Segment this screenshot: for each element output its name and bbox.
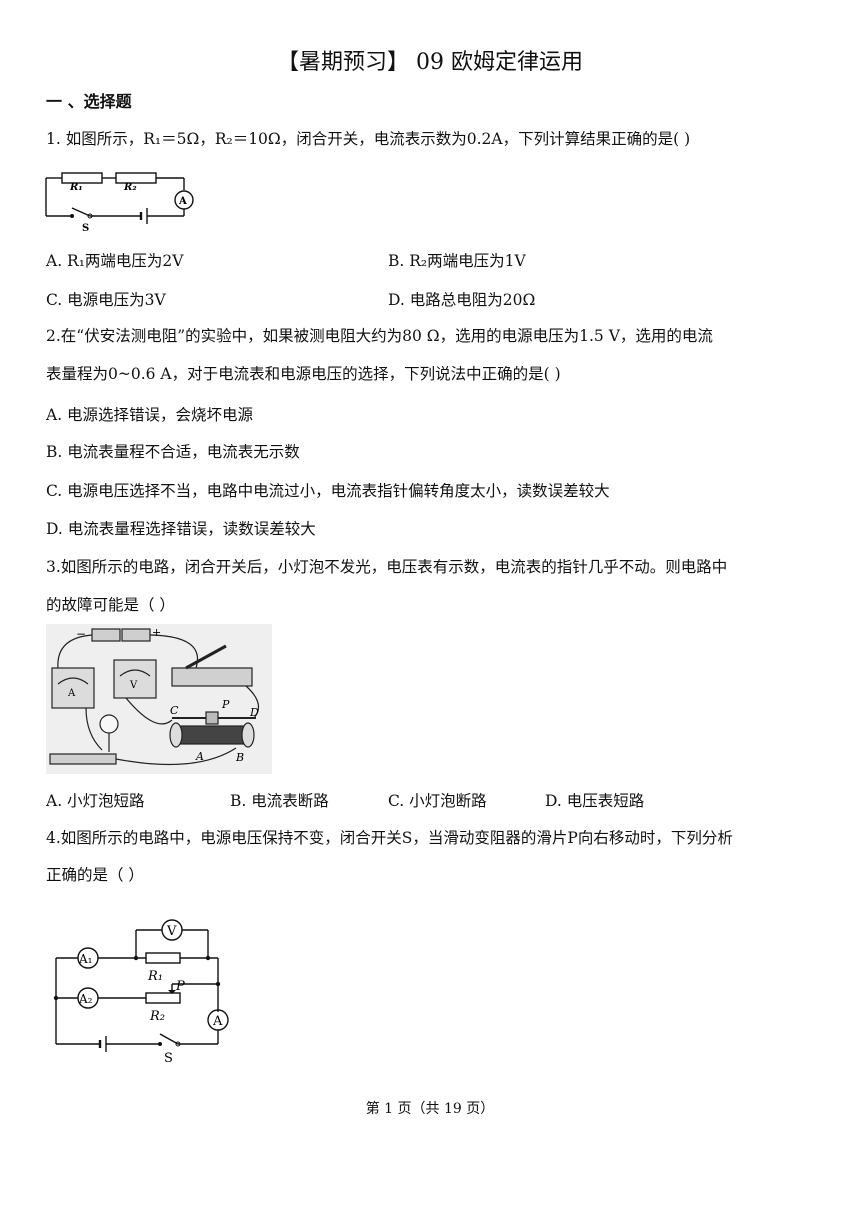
question-4-stem-line-2: 正确的是（ ） [46,866,144,884]
question-3-stem-line-1: 3.如图所示的电路，闭合开关后，小灯泡不发光，电压表有示数，电流表的指针几乎不动… [46,558,728,576]
terminal-c-label: C [170,704,179,717]
slider-p-label: P [221,698,230,711]
q3-option-a: A. 小灯泡短路 [46,792,145,810]
switch-symbol [159,1033,179,1045]
q2-option-c: C. 电源电压选择不当，电路中电流过小，电流表指针偏转角度太小，读数误差较大 [46,482,610,500]
switch-symbol [71,207,91,217]
rheostat-r2-symbol [145,992,181,1004]
ammeter-label: A [178,196,187,207]
q3-option-d: D. 电压表短路 [545,792,645,810]
knife-switch-icon [171,667,253,687]
bulb-icon [99,714,119,734]
resistor-r1-symbol [145,952,181,964]
page-title: 【暑期预习】 09 欧姆定律运用 [277,50,583,75]
voltmeter-label: V [166,924,177,939]
q2-option-b: B. 电流表量程不合适，电流表无示数 [46,443,300,461]
switch-label: S [82,223,89,234]
q2-option-d: D. 电流表量程选择错误，读数误差较大 [46,520,316,538]
ammeter-a2-label: A₂ [78,992,93,1006]
question-4-circuit-figure: V A₁ A₂ A R₁ R₂ P S [53,919,229,1064]
battery-2-icon [121,628,151,642]
voltmeter-device-icon [113,659,157,699]
q3-option-c: C. 小灯泡断路 [388,792,487,810]
slider-p-label: P [175,979,185,994]
battery-1-icon [91,628,121,642]
q1-option-d: D. 电路总电阻为20Ω [388,291,536,309]
terminal-d-label: D [249,706,259,719]
q3-option-b: B. 电流表断路 [230,792,329,810]
voltmeter-device-label: V [129,680,138,691]
battery-negative-label: − [76,627,86,641]
r2-label: R₂ [123,182,137,193]
r2-label: R₂ [149,1009,165,1024]
ammeter-device-icon [51,667,95,709]
q1-option-b: B. R₂两端电压为1V [388,252,526,270]
battery-positive-label: + [152,626,161,639]
rheostat-icon [175,725,249,745]
q1-option-c: C. 电源电压为3V [46,291,166,309]
question-4-stem-line-1: 4.如图所示的电路中，电源电压保持不变，闭合开关S，当滑动变阻器的滑片P向右移动… [46,829,733,847]
ammeter-a-label: A [212,1014,223,1029]
q2-option-a: A. 电源选择错误，会烧坏电源 [46,406,254,424]
section-heading: 一 、选择题 [46,92,132,111]
r1-label: R₁ [147,969,163,984]
r1-label: R₁ [69,182,83,193]
question-2-stem-line-1: 2.在“伏安法测电阻”的实验中，如果被测电阻大约为80 Ω，选用的电源电压为1.… [46,327,713,345]
question-1-stem: 1. 如图所示，R₁＝5Ω，R₂＝10Ω，闭合开关，电流表示数为0.2A，下列计… [46,130,691,148]
question-2-stem-line-2: 表量程为0~0.6 A，对于电流表和电源电压的选择，下列说法中正确的是( ) [46,365,561,383]
terminal-a-label: A [195,750,204,763]
switch-label: S [164,1051,173,1064]
page-footer: 第 1 页（共 19 页） [365,1101,495,1117]
q1-option-a: A. R₁两端电压为2V [46,252,184,270]
question-3-stem-line-2: 的故障可能是（ ） [46,596,175,614]
ammeter-a1-label: A₁ [78,952,92,966]
question-3-apparatus-figure: − + A V C P D A B [46,624,272,774]
question-1-circuit-figure: R₁ R₂ A S [45,172,194,234]
terminal-b-label: B [235,751,244,764]
ammeter-device-label: A [67,688,76,699]
